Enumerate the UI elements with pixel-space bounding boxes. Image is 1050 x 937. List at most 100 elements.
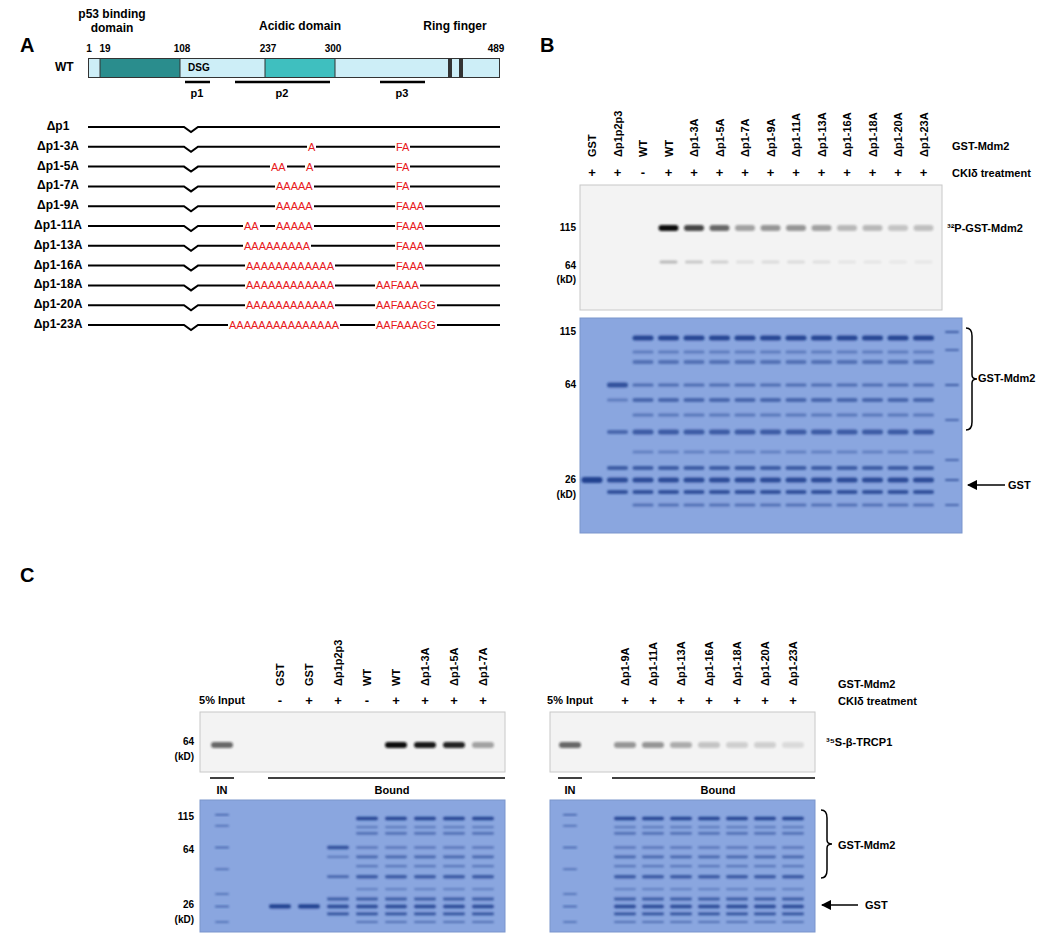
residue-number: 108 [174,43,191,55]
gel-band [837,430,858,435]
lane-label: Δp1-18A [731,641,744,686]
construct-name: Δp1-23A [34,318,83,332]
construct-name: Δp1-16A [34,259,83,273]
band-label: GST-Mdm2 [838,839,895,852]
gel-band [472,905,494,909]
gel-band [670,855,692,858]
gel-band [327,898,349,901]
gel-band [945,479,959,481]
gel-band [414,817,436,821]
gel-band [760,414,781,417]
lane-group-label: IN [565,784,576,797]
gel-band [754,921,776,923]
gel-band [443,898,465,901]
gel-band [913,336,934,341]
gel-band [698,855,720,858]
gel-band [754,898,776,901]
gel-band [698,742,720,748]
gel-band [786,478,807,483]
gel-band [385,742,407,748]
gel-band [211,742,233,748]
gel-band [658,398,679,402]
gel-band [811,351,832,354]
gel-band [913,398,934,402]
gel-band [385,865,407,867]
gel-band [945,331,959,333]
gel-band [709,414,730,417]
peptide-label: p3 [396,87,409,100]
gel-band [385,905,407,909]
gel-band [684,490,705,494]
gel-band [913,430,934,435]
gel-band [837,225,857,231]
gel-band [838,261,856,264]
gel-band [414,888,436,890]
gel-band [356,855,378,858]
gel-band [563,906,577,908]
gel-band [472,875,494,879]
gel-band [786,451,807,454]
treatment-sign: + [818,166,826,181]
panel-letter: B [540,34,554,57]
gel-band [642,875,664,879]
gel-band [862,490,883,494]
gel-band [913,490,934,494]
gel-band [658,351,679,354]
gel-band [658,384,679,387]
gel-band [786,398,807,402]
gel-band [327,846,349,850]
treatment-sign: + [450,694,458,709]
treatment-sign: + [479,694,487,709]
gel-band [913,414,934,417]
gel-band [786,466,807,470]
construct-name: Δp1-13A [34,239,83,253]
pointer-arrow [822,904,858,906]
lane-group-label: IN [217,784,228,797]
gel-band [659,225,679,231]
treatment-sign: + [920,166,928,181]
alanine-mutation: FAAA [395,239,425,252]
gel-band [862,430,883,435]
construct-name: Δp1-9A [37,199,79,213]
gel-band [945,504,959,506]
gel-band [443,855,465,858]
lane-label: Δp1-3A [688,119,701,157]
gel-band [472,832,494,835]
alanine-mutation: AA [243,220,260,233]
gel-band [945,459,959,461]
gel-band [760,451,781,454]
lane-group-label: Bound [375,784,410,797]
gel-band [709,466,730,470]
gel-band [735,504,756,507]
gel-band [709,360,730,364]
treatment-sign: + [392,694,400,709]
gel-band [782,846,804,848]
gel-band [813,261,831,264]
gel-band [642,855,664,858]
gel-band [684,336,705,341]
gel-band [658,430,679,435]
gel-band [726,898,748,901]
lane-group-line [612,777,815,779]
gel-band [684,398,705,402]
panel-letter: A [20,34,34,57]
mw-marker: 26 [565,474,576,486]
gel-band [837,466,858,470]
lane-label: WT [637,140,650,157]
gel-band [414,905,436,909]
gel-band [787,261,805,264]
gel-band [385,832,407,835]
gel-band [862,451,883,454]
gel-band [614,742,636,748]
treatment-sign: + [677,694,685,709]
gel-band [563,893,577,895]
treatment-sign: + [665,166,673,181]
gel-band [414,865,436,867]
gel-band [760,478,781,483]
gel-band [607,430,628,434]
gel-band [614,865,636,867]
lane-label: GST [274,663,287,686]
gel-band [735,414,756,417]
gel-band [782,855,804,858]
gel-band [735,478,756,483]
